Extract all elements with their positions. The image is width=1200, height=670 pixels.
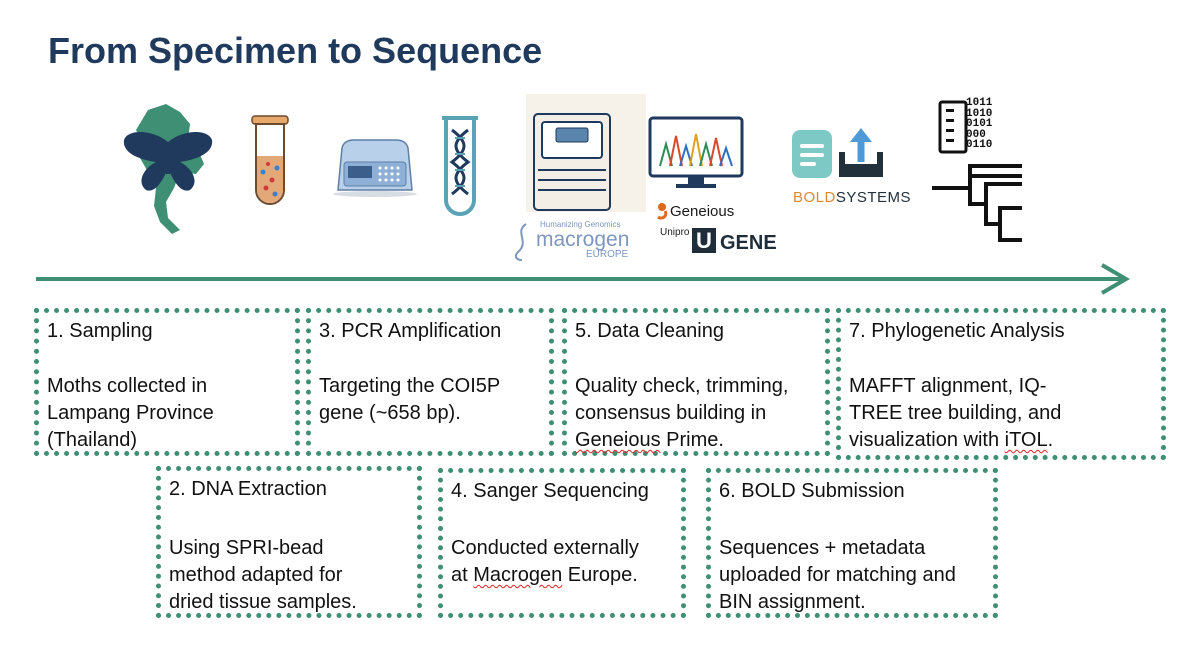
description-line: Targeting the COI5P [319, 375, 501, 397]
systems-text: SYSTEMS [835, 189, 912, 206]
macrogen-region: EUROPE [586, 249, 629, 260]
description-line: gene (~658 bp). [319, 402, 461, 424]
thailand-map-moth-icon [118, 102, 218, 237]
step-description: Conducted externally at Macrogen Europe. [451, 535, 639, 589]
step-title: 1. Sampling [47, 320, 153, 342]
step-title: 5. Data Cleaning [575, 320, 724, 342]
description-line: uploaded for matching and [719, 564, 956, 586]
step-title: 2. DNA Extraction [169, 478, 327, 500]
step-description: Using SPRI-bead method adapted for dried… [169, 535, 357, 616]
ugene-logo: GENE [720, 232, 777, 254]
bold-upload-icon [792, 124, 892, 182]
step-title: 3. PCR Amplification [319, 320, 502, 342]
binary-line: 1010 [966, 107, 993, 120]
description-line: Conducted externally [451, 537, 639, 559]
description-fragment: Prime. [660, 429, 724, 451]
geneious-logo: Geneious [670, 203, 735, 220]
binary-line: 000 [966, 128, 986, 141]
step-title: 6. BOLD Submission [719, 480, 905, 502]
step-title: 4. Sanger Sequencing [451, 480, 649, 502]
binary-digits: 1011 1010 0101 000 0110 [966, 98, 992, 151]
description-line: visualization with iTOL. [849, 427, 1061, 454]
description-line: Sequences + metadata [719, 537, 926, 559]
bold-text: BOLD [793, 189, 836, 206]
unipro-text: Unipro [660, 227, 690, 238]
description-line: BIN assignment. [719, 591, 866, 613]
sample-tube-icon [248, 114, 292, 212]
step-dna-extraction: 2. DNA Extraction Using SPRI-bead method… [156, 466, 422, 618]
description-line: at Macrogen Europe. [451, 562, 639, 589]
step-phylogenetic-analysis: 7. Phylogenetic Analysis MAFFT alignment… [836, 308, 1166, 460]
spellcheck-marked-word: Macrogen [473, 564, 563, 586]
binary-line: 0101 [966, 118, 993, 130]
binary-line: 0110 [966, 139, 993, 151]
spellcheck-marked-word: iTOL [1004, 429, 1048, 451]
description-fragment: at [451, 564, 474, 586]
binary-data-icon [938, 100, 968, 154]
description-fragment: . [1047, 429, 1054, 451]
page-title: From Specimen to Sequence [48, 30, 543, 71]
step-description: Targeting the COI5P gene (~658 bp). [319, 373, 500, 427]
step-description: Quality check, trimming, consensus build… [575, 373, 788, 454]
description-line: Moths collected in [47, 375, 208, 397]
ugene-u-logo: U [692, 228, 716, 253]
description-line: consensus building in [575, 402, 767, 424]
timeline-arrow [36, 262, 1132, 301]
step-description: MAFFT alignment, IQ- TREE tree building,… [849, 373, 1061, 454]
step-description: Sequences + metadata uploaded for matchi… [719, 535, 956, 616]
phylogenetic-tree-icon [930, 160, 1024, 246]
spellcheck-marked-word: Geneious [575, 429, 661, 451]
sanger-sequencer-icon [526, 94, 646, 212]
description-line: method adapted for [169, 564, 343, 586]
step-sampling: 1. Sampling Moths collected in Lampang P… [34, 308, 300, 456]
description-line: Lampang Province [47, 402, 214, 424]
chromatogram-monitor-icon [648, 116, 744, 192]
step-sanger-sequencing: 4. Sanger Sequencing Conducted externall… [438, 468, 686, 618]
geneious-mark-icon [656, 202, 668, 220]
step-pcr-amplification: 3. PCR Amplification Targeting the COI5P… [306, 308, 554, 456]
step-data-cleaning: 5. Data Cleaning Quality check, trimming… [562, 308, 830, 456]
description-line: (Thailand) [47, 429, 138, 451]
description-line: dried tissue samples. [169, 591, 357, 613]
description-line: Using SPRI-bead [169, 537, 324, 559]
dna-tube-icon [440, 112, 480, 218]
description-fragment: Europe. [562, 564, 638, 586]
description-fragment: visualization with [849, 429, 1005, 451]
step-description: Moths collected in Lampang Province (Tha… [47, 373, 214, 454]
macrogen-tagline: Humanizing Genomics [540, 220, 621, 229]
description-line: Quality check, trimming, [575, 375, 789, 397]
bold-systems-logo: BOLDSYSTEMS [793, 189, 911, 206]
description-line: MAFFT alignment, IQ- [849, 375, 1047, 397]
description-line: Geneious Prime. [575, 427, 788, 454]
macrogen-logo: macrogen [536, 228, 630, 251]
macrogen-mark-icon [512, 222, 532, 262]
binary-line: 1011 [966, 97, 993, 109]
step-title: 7. Phylogenetic Analysis [849, 320, 1065, 342]
thermocycler-icon [330, 138, 420, 198]
step-bold-submission: 6. BOLD Submission Sequences + metadata … [706, 468, 998, 618]
description-line: TREE tree building, and [849, 402, 1062, 424]
